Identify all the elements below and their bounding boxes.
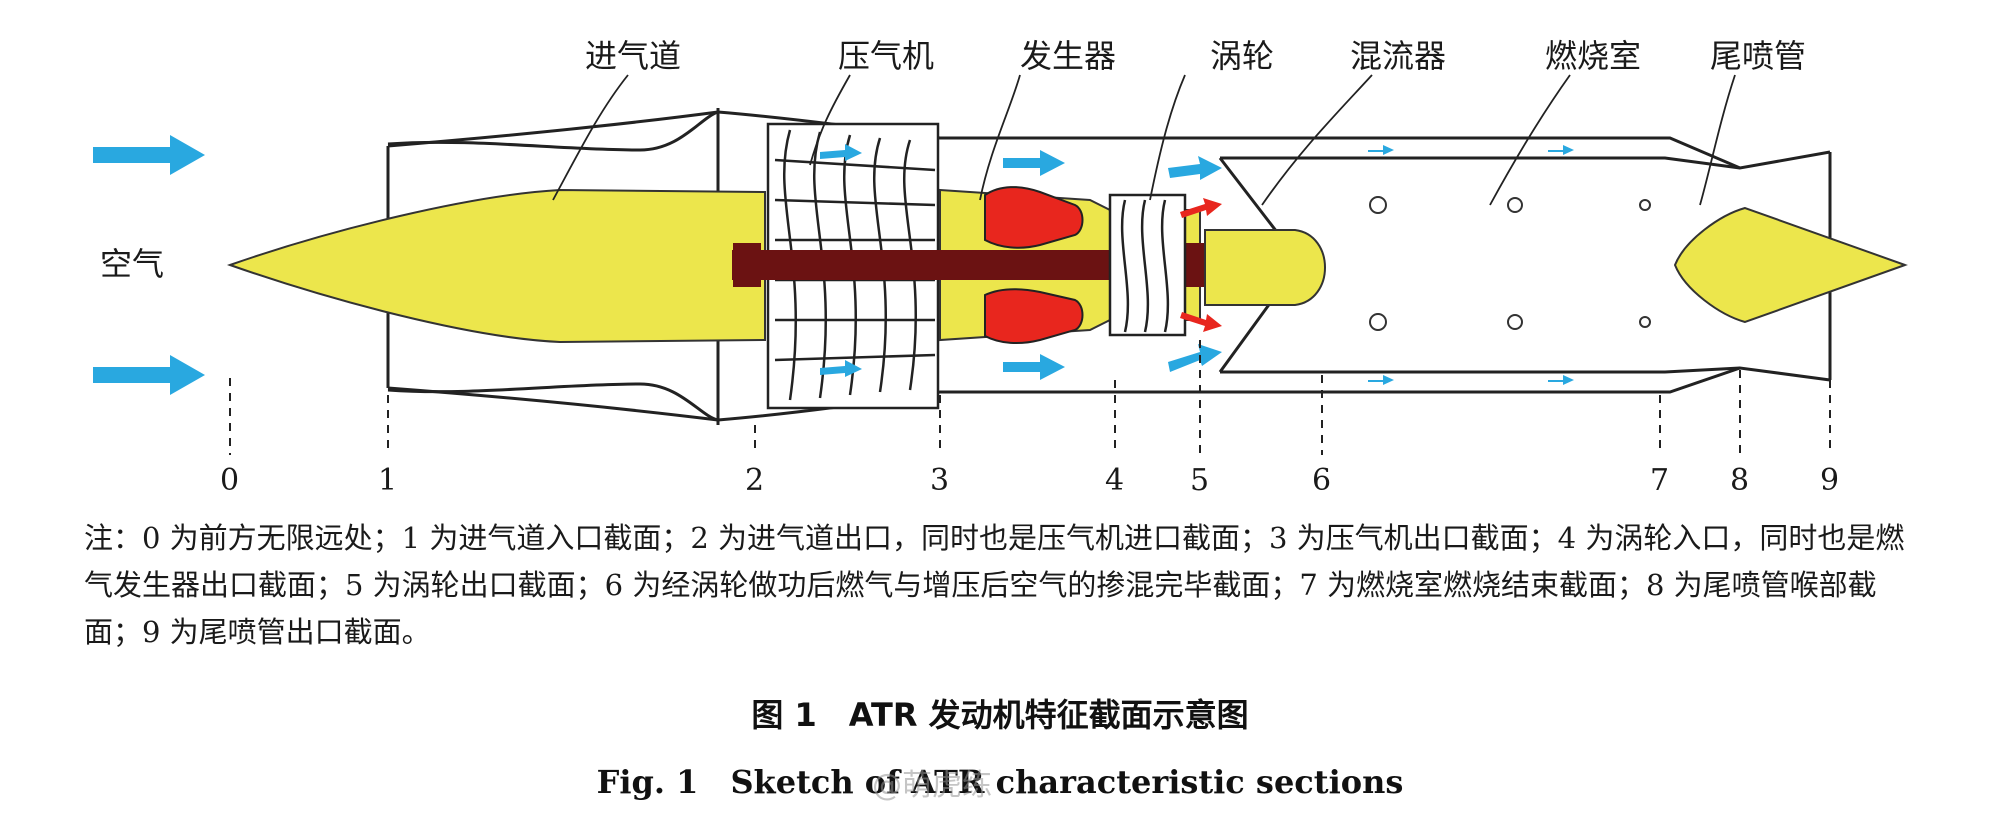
figure-caption-cn: 图 1 ATR 发动机特征截面示意图: [751, 696, 1249, 734]
gas-flow-arrows: [1180, 198, 1222, 332]
tail-cone: [1204, 229, 1326, 306]
figure-caption-en: Fig. 1 Sketch of ATR characteristic sect…: [596, 763, 1404, 801]
section-5: 5: [1190, 463, 1209, 498]
nozzle-plug: [1673, 206, 1908, 324]
section-7: 7: [1650, 463, 1669, 498]
label-combustor: 燃烧室: [1545, 37, 1641, 75]
section-8: 8: [1730, 463, 1749, 498]
label-turbine: 涡轮: [1210, 37, 1274, 75]
label-generator: 发生器: [1020, 37, 1116, 75]
air-flow-arrows: [93, 135, 1574, 395]
label-air: 空气: [100, 245, 164, 283]
label-nozzle: 尾喷管: [1710, 37, 1806, 75]
section-note: 注：0 为前方无限远处；1 为进气道入口截面；2 为进气道出口，同时也是压气机进…: [84, 521, 1905, 649]
section-lines: [229, 340, 1831, 455]
label-inlet: 进气道: [585, 37, 681, 75]
label-mixer: 混流器: [1350, 37, 1446, 75]
combustor-holes: [1369, 196, 1651, 331]
section-6: 6: [1312, 463, 1331, 498]
leader-lines: [552, 74, 1736, 206]
turbine-blades: [1108, 193, 1187, 337]
section-3: 3: [930, 463, 949, 498]
gas-generator: [984, 186, 1084, 345]
section-numbers: 0 1 2 3 4 5 6 7 8 9: [220, 463, 1839, 498]
watermark: @萌虎练: [872, 768, 992, 803]
section-2: 2: [745, 463, 764, 498]
section-1: 1: [378, 463, 397, 498]
inlet-spike: [226, 188, 766, 344]
label-compressor: 压气机: [838, 37, 934, 75]
section-9: 9: [1820, 463, 1839, 498]
section-4: 4: [1105, 463, 1124, 498]
shaft-nut-front: [733, 243, 761, 287]
atr-engine-diagram: 进气道 压气机 发生器 涡轮 混流器 燃烧室 尾喷管 空气 0 1 2 3 4 …: [93, 37, 1908, 498]
section-0: 0: [220, 463, 239, 498]
